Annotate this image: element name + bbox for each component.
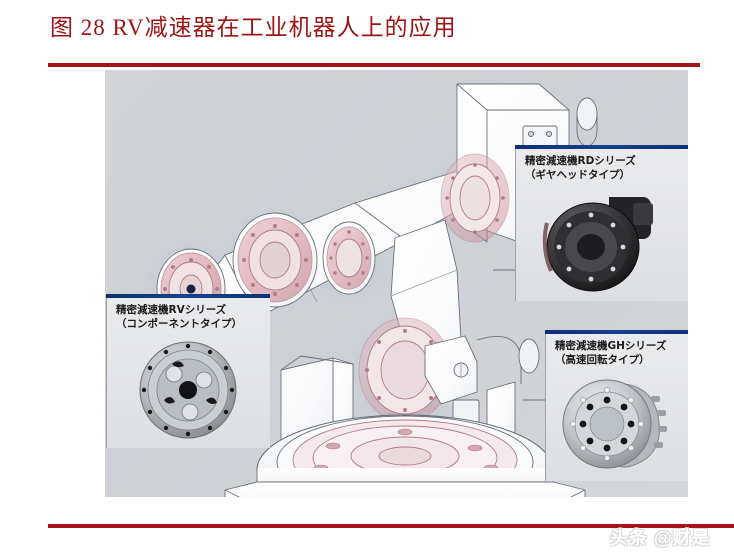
gh-series-reducer-photo [562,379,667,469]
callout-rv-left-edge [106,298,107,448]
callout-rd-label: 精密減速機RDシリーズ （ギヤヘッドタイプ） [525,154,636,182]
callout-rd-label-line2: （ギヤヘッドタイプ） [525,169,630,181]
callout-rv-label-line1: 精密減速機RVシリーズ [116,304,227,316]
callout-rv-label: 精密減速機RVシリーズ （コンポーネントタイプ） [116,303,242,331]
callout-rv-series: 精密減速機RVシリーズ （コンポーネントタイプ） [106,294,270,448]
watermark-text: 头条 @财是 [610,528,711,548]
callout-rv-topbar [106,294,270,298]
rv-series-reducer-photo [139,341,237,439]
callout-rv-label-line2: （コンポーネントタイプ） [116,318,242,330]
footer-divider-rule [48,524,734,528]
callout-gh-topbar [545,330,688,334]
figure-image: 精密減速機RVシリーズ （コンポーネントタイプ） [105,70,688,497]
callout-gh-series: 精密減速機GHシリーズ （高速回転タイプ） [545,330,688,481]
callout-gh-label-line1: 精密減速機GHシリーズ [555,340,667,352]
callout-gh-label-line2: （高速回転タイプ） [555,354,650,366]
title-divider-rule [48,63,700,67]
callout-gh-label: 精密減速機GHシリーズ （高速回転タイプ） [555,339,666,367]
rd-series-reducer-photo [542,197,653,292]
callout-rd-series: 精密減速機RDシリーズ （ギヤヘッドタイプ） [515,145,688,301]
page-title: 图 28 RV减速器在工业机器人上的应用 [50,15,457,40]
callout-gh-left-edge [545,334,546,481]
callout-rd-topbar [515,145,688,149]
callout-rd-label-line1: 精密減速機RDシリーズ [525,155,636,167]
robot-arm-illustration [131,83,614,497]
callout-rd-left-edge [515,149,516,301]
